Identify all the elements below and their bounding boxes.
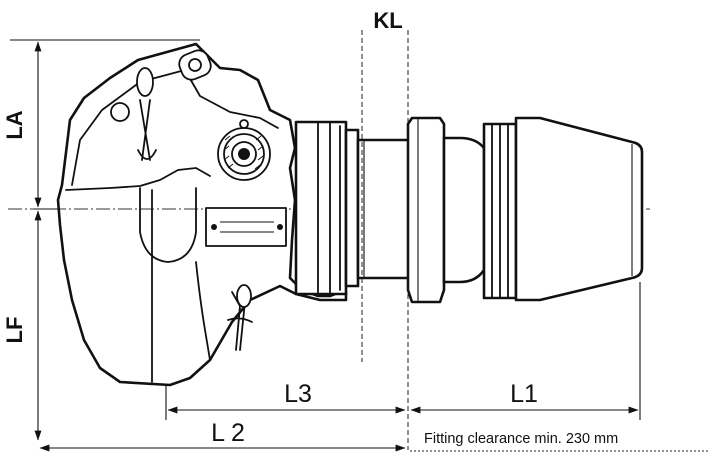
collar [406,116,446,304]
l1-label: L1 [510,380,538,408]
cone-housing [514,116,644,302]
body-flange [294,120,360,296]
dimension-la [34,41,60,210]
fitting-clearance-note: Fitting clearance min. 230 mm [424,431,618,447]
lf-label: LF [2,317,27,344]
dimension-l3 [165,384,406,420]
coupling-sleeve [442,122,518,300]
kl-label: KL [373,8,402,33]
shaft [356,138,416,280]
l3-label: L3 [284,380,312,408]
l2-label: L 2 [211,419,245,447]
dimension-l1 [410,282,641,420]
la-label: LA [2,110,27,139]
